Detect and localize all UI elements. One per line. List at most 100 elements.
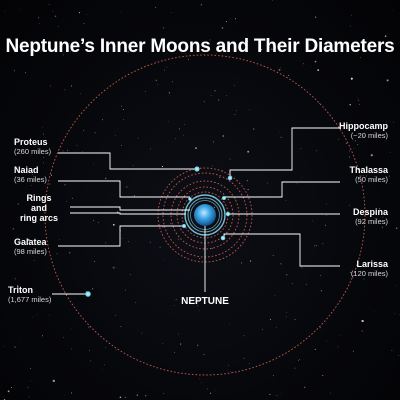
star [179,128,181,130]
star [322,375,324,377]
star [97,221,99,223]
star [58,26,59,28]
star [366,175,367,177]
star [199,258,201,260]
star [17,203,19,206]
star [128,241,129,243]
star [325,224,326,226]
naiad-name: Naiad [14,165,39,175]
star [305,283,307,285]
moon-despina [225,211,231,217]
star [235,110,237,111]
thalassa-leader [224,181,340,198]
star [203,101,205,103]
star [102,369,104,371]
star [159,246,161,248]
label-triton: Triton (1,677 miles) [8,285,51,304]
star [66,149,68,151]
star [105,177,107,179]
star [361,39,364,42]
star [4,10,6,12]
star [218,99,220,101]
star [382,216,384,218]
star [386,33,388,35]
star [278,68,281,71]
star [355,140,357,142]
star [216,53,217,55]
star [162,43,164,45]
star [175,299,177,301]
star [30,184,32,186]
star [133,51,135,53]
star [275,327,277,328]
star [294,318,296,321]
star [3,346,5,347]
star [62,337,64,339]
neptune-label: NEPTUNE [181,296,229,307]
star [105,242,107,244]
star [175,138,176,139]
star [229,371,231,372]
star [325,214,327,216]
star [339,125,341,127]
label-hippocamp: Hippocamp (~20 miles) [339,121,388,140]
star [197,305,199,307]
star [394,313,396,314]
larissa-leader [223,233,340,267]
star [301,267,303,269]
star [325,340,327,342]
star [20,8,21,10]
larissa-name: Larissa [356,259,388,269]
star [348,156,351,158]
star [93,163,94,165]
star [352,350,354,352]
star [315,16,317,18]
star [157,84,159,86]
hippocamp-diameter: (~20 miles) [350,130,388,140]
star [363,278,365,280]
star [43,157,45,158]
star [56,253,58,255]
star [209,39,211,41]
star [229,158,231,160]
despina-name: Despina [352,207,388,217]
star [116,267,117,269]
star [183,134,184,136]
star [386,79,389,82]
star [30,368,32,369]
star [286,274,288,276]
star [319,102,321,105]
star [316,244,318,246]
star [178,333,180,335]
star [198,197,200,199]
star [80,93,82,94]
star [155,79,157,81]
label-galatea: Galatea (98 miles) [14,237,47,256]
star [391,9,393,11]
star [200,4,202,6]
triton-name: Triton [8,285,33,295]
moon-naiad [188,197,192,201]
star [378,208,380,210]
star [119,11,121,13]
star [312,220,313,222]
star [359,103,361,105]
star [33,259,35,261]
star [397,354,399,356]
star [203,354,205,356]
star [32,174,33,175]
star [13,70,15,72]
star [112,223,115,226]
star [316,150,318,152]
star [36,314,38,315]
star [249,109,250,111]
star [39,23,41,24]
star [222,135,225,137]
rings-leader-bottom [70,212,186,215]
star [64,184,66,186]
star [183,123,186,126]
star [226,95,227,96]
star [280,392,282,394]
rings-label-line-3: ring arcs [19,212,59,223]
star [49,85,51,87]
